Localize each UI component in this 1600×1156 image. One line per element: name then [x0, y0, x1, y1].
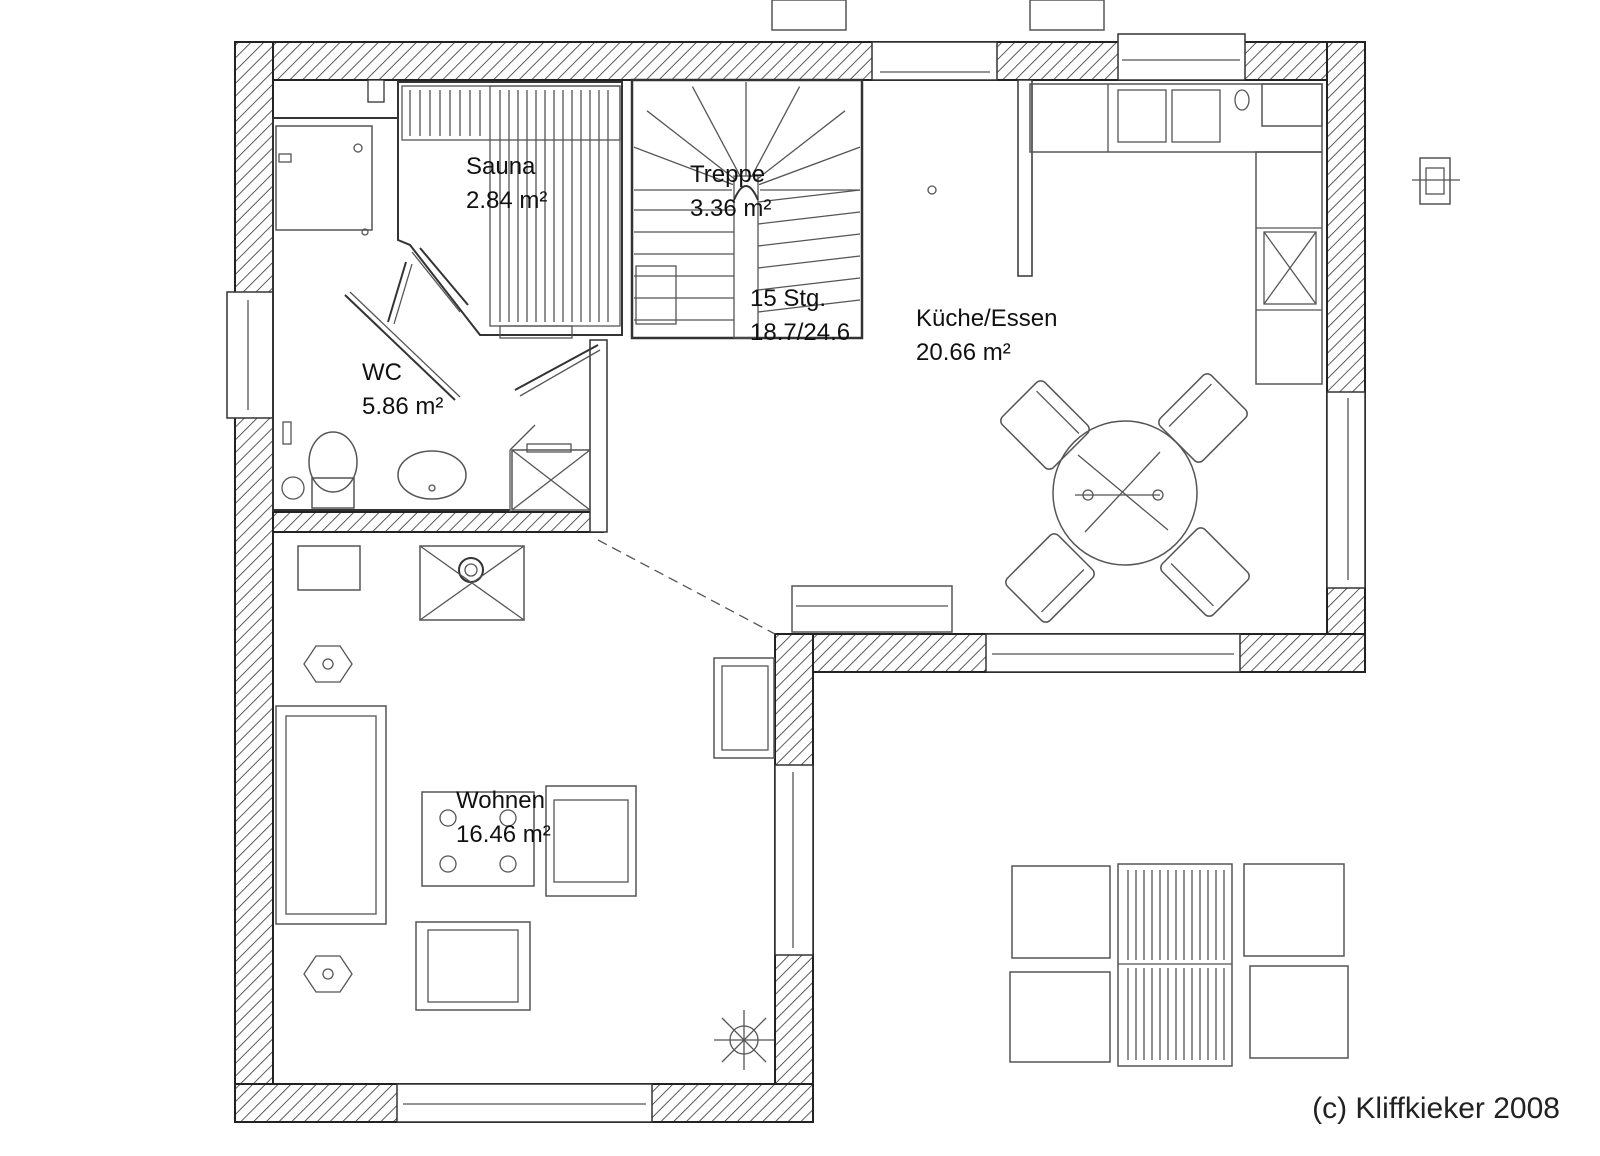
terrace-furniture: [771, 0, 1349, 1067]
kitchen-counters: [927, 83, 1460, 385]
room-name: Sauna: [466, 153, 536, 180]
copyright-notice: (c) Kliffkieker 2008: [1312, 1092, 1560, 1125]
room-label-treppe: Treppe 3.36 m²: [690, 158, 771, 226]
room-area: 2.84 m²: [466, 187, 548, 214]
exterior-walls: [234, 41, 1366, 1123]
room-label-kueche: Küche/Essen 20.66 m²: [916, 302, 1057, 370]
room-name: Treppe: [690, 161, 766, 188]
windows: [226, 33, 1366, 1123]
stairs-steps: 15 Stg.: [750, 285, 827, 312]
stairs-info: 15 Stg. 18.7/24.6: [750, 282, 850, 350]
room-label-wc: WC 5.86 m²: [362, 356, 443, 424]
room-area: 20.66 m²: [916, 339, 1011, 366]
room-area: 3.36 m²: [690, 195, 772, 222]
room-area: 5.86 m²: [362, 393, 444, 420]
room-name: Küche/Essen: [916, 305, 1058, 332]
staircase: [633, 82, 861, 339]
stairs-ratio: 18.7/24.6: [750, 319, 851, 346]
room-name: WC: [362, 359, 402, 386]
room-name: Wohnen: [456, 787, 545, 814]
interior-walls: [272, 78, 1033, 635]
wc-fixtures: [275, 125, 601, 511]
living-furniture: [275, 545, 775, 1070]
sauna-benches: [401, 85, 621, 339]
room-label-sauna: Sauna 2.84 m²: [466, 150, 547, 218]
room-label-wohnen: Wohnen 16.46 m²: [456, 784, 551, 852]
room-area: 16.46 m²: [456, 821, 551, 848]
dining-table: [791, 373, 1250, 633]
